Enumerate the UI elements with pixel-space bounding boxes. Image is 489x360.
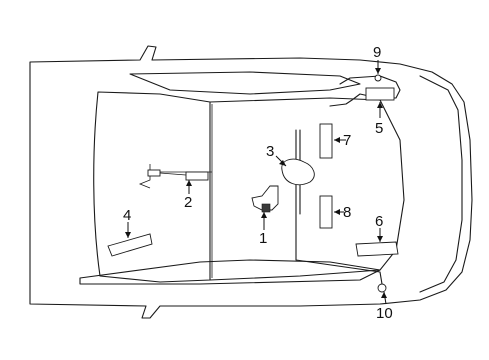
callout-1: 1 xyxy=(259,230,267,247)
part-8-bracket xyxy=(319,195,333,229)
part-10-clip xyxy=(377,283,387,293)
part-3-control-unit xyxy=(281,158,315,186)
callout-arrows xyxy=(125,60,387,305)
part-6-module xyxy=(355,241,399,257)
part-7-bracket xyxy=(319,123,333,159)
part-2-module xyxy=(147,169,209,181)
callout-7: 7 xyxy=(343,132,351,149)
part-5-module xyxy=(365,87,395,101)
part-1-sensor xyxy=(251,185,279,213)
callout-2: 2 xyxy=(184,194,192,211)
callout-labels: 1 2 3 4 5 6 7 8 9 10 xyxy=(123,44,393,322)
callout-5: 5 xyxy=(375,120,383,137)
callout-4: 4 xyxy=(123,207,131,224)
part-4-module xyxy=(107,233,153,257)
callout-9: 9 xyxy=(373,44,381,61)
callout-10: 10 xyxy=(376,305,393,322)
callout-3: 3 xyxy=(266,143,274,160)
part-9-connector xyxy=(374,74,382,82)
callout-8: 8 xyxy=(343,204,351,221)
callout-6: 6 xyxy=(375,213,383,230)
vehicle-body-outline xyxy=(29,45,473,319)
